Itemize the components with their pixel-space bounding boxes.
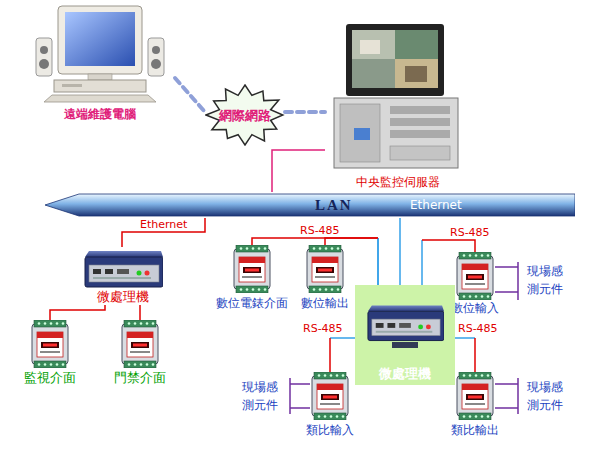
connector [330, 338, 355, 372]
connector [325, 238, 378, 285]
connector-plug [392, 342, 418, 348]
io-module-image [234, 245, 270, 293]
sensor-label: 現場感 測元件 [242, 378, 284, 414]
connector-line [272, 150, 325, 192]
io-module-image [32, 320, 68, 368]
connector [252, 238, 378, 285]
sensor-label: 現場感 測元件 [527, 378, 569, 414]
sensor-bracket [290, 378, 310, 414]
connector-line [474, 338, 476, 372]
connector [122, 218, 205, 247]
io-module-image [312, 372, 348, 420]
burst-shape [206, 85, 283, 145]
edge-label: RS-485 [458, 322, 498, 335]
edge-label: RS-485 [303, 322, 343, 335]
connector-line [399, 218, 401, 285]
connector-line [330, 337, 355, 339]
node-text: 數位電錶介面 [216, 295, 288, 311]
sensor-label: 現場感 測元件 [527, 262, 569, 298]
node-text: 網際網路 [219, 107, 271, 124]
connector-line [325, 238, 378, 245]
node-text: 微處理機 [379, 365, 431, 382]
connector-line [50, 305, 105, 320]
connector [272, 150, 325, 192]
node-text: 遠端維護電腦 [64, 106, 136, 122]
node-text: 微處理機 [97, 288, 149, 305]
connector [140, 305, 141, 320]
server-illustration [334, 24, 458, 168]
io-module-image [457, 372, 493, 420]
connector-line [377, 238, 379, 285]
node-text: 數位輸出 [301, 295, 349, 311]
io-module-image [122, 320, 158, 368]
remote-pc [36, 6, 164, 102]
connector [400, 218, 401, 285]
connector-line [377, 238, 379, 285]
node-text: 監視介面 [24, 369, 76, 386]
internet-burst: 網際網路 [205, 84, 285, 146]
connector-line [122, 218, 205, 247]
node-text: 類比輸出 [451, 422, 499, 438]
io-module-image [307, 245, 343, 293]
edge-label: Ethernet [140, 218, 187, 231]
connector-line [422, 240, 475, 252]
node-text: 數位輸入 [451, 300, 499, 316]
node-text: 類比輸入 [306, 422, 354, 438]
connector-line [175, 78, 205, 112]
lan-band-outline [45, 192, 575, 218]
edge-label: RS-485 [300, 224, 340, 237]
connector [175, 78, 205, 112]
lan-band: LAN Ethernet [45, 192, 575, 218]
node-text: LAN [315, 196, 353, 215]
sensor-bracket [495, 378, 518, 414]
connector-line [329, 338, 331, 372]
node-text: Ethernet [410, 197, 462, 213]
node-text: 門禁介面 [114, 369, 166, 386]
edge-label: RS-485 [450, 226, 490, 239]
connector-line [421, 240, 423, 285]
connector-line [139, 305, 141, 320]
connector [455, 338, 475, 372]
connector-line [285, 110, 325, 114]
connector-line [252, 238, 378, 245]
connector [285, 112, 325, 113]
io-module-image [457, 252, 493, 300]
connector [422, 240, 475, 285]
sensor-bracket [495, 262, 518, 300]
lan-band-shape [45, 194, 575, 216]
micro-device [85, 251, 163, 287]
node-text: 中央監控伺服器 [356, 174, 440, 190]
micro-device [368, 305, 444, 340]
connector-line [455, 337, 475, 339]
connector [50, 305, 105, 320]
